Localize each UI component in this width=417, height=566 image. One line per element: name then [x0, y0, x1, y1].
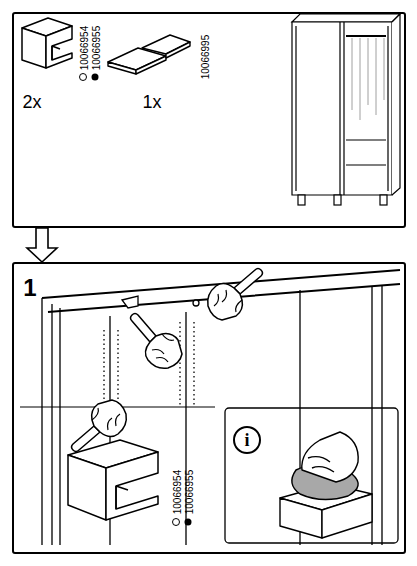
quantity-label: 2x	[22, 93, 41, 111]
bracket-side	[22, 28, 46, 68]
part-number: 10066955	[185, 470, 195, 515]
bracket-inner	[52, 46, 60, 60]
wardrobe-leg	[380, 195, 387, 205]
bracket-inner	[116, 486, 128, 509]
info-box	[225, 408, 398, 543]
hand-wiping	[302, 432, 358, 482]
cleaning-detail	[280, 432, 372, 538]
pointing-hand	[72, 400, 127, 452]
shelf-edge	[108, 62, 136, 74]
wardrobe-panel	[296, 22, 388, 195]
bracket-side	[280, 498, 322, 538]
hanging-clothes	[352, 38, 384, 120]
wardrobe-shelf	[346, 140, 386, 165]
color-black-dot	[185, 519, 192, 526]
wardrobe-leg	[298, 195, 305, 205]
wardrobe-front	[292, 22, 392, 195]
pointing-hand	[208, 269, 263, 321]
info-symbol: i	[233, 426, 261, 454]
clothes-rail	[346, 35, 386, 37]
bracket-mounted	[122, 296, 138, 308]
quantity-label: 1x	[142, 93, 161, 111]
wardrobe-top	[292, 14, 400, 22]
step-panel: i 1 1006695410066955	[12, 262, 406, 554]
part-number: 10066995	[201, 35, 211, 80]
shelf-plate	[142, 35, 190, 54]
bracket-front	[46, 26, 72, 68]
bracket-side	[68, 455, 106, 520]
part-number: 10066955	[92, 26, 102, 71]
wardrobe-overview	[292, 14, 400, 205]
finger-lines	[308, 457, 334, 472]
info-letter: i	[244, 431, 249, 449]
shelf-edge	[166, 42, 190, 58]
side-panel	[42, 298, 60, 545]
shelf-edge	[136, 56, 166, 74]
color-black-dot	[92, 74, 99, 81]
bracket-detail	[68, 440, 158, 520]
bracket-part	[22, 18, 72, 68]
bracket-front	[322, 494, 372, 538]
step-number: 1	[23, 276, 36, 300]
color-white-dot	[80, 74, 87, 81]
wardrobe-side	[392, 14, 400, 195]
part-number: 10066954	[80, 26, 90, 71]
bracket-front	[106, 452, 158, 520]
shelf-part	[108, 35, 190, 74]
wardrobe-leg	[334, 195, 341, 205]
mount-hole	[193, 300, 199, 306]
step-panel: 2x 1006695410066955 1x 10066995	[12, 12, 406, 228]
step-arrow	[27, 228, 57, 262]
part-number: 10066954	[173, 470, 183, 515]
pointing-hand	[131, 314, 183, 369]
color-white-dot	[173, 519, 180, 526]
